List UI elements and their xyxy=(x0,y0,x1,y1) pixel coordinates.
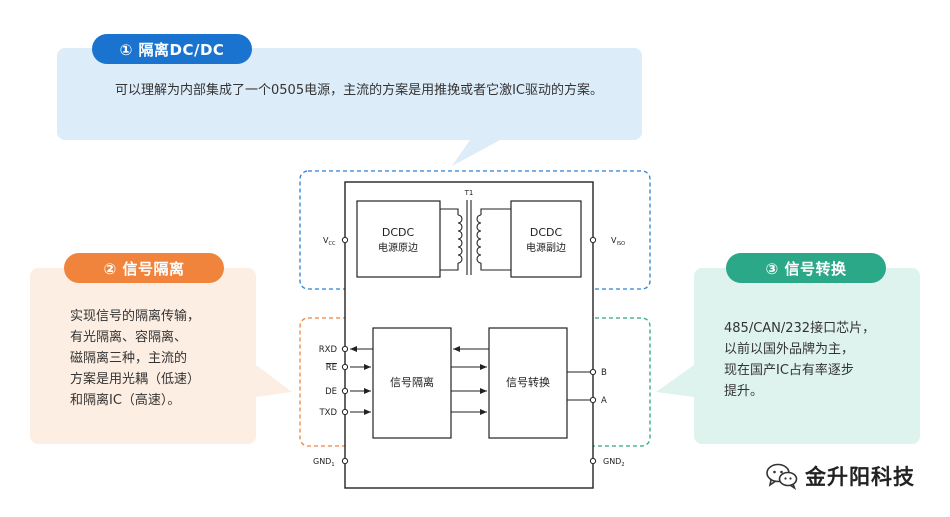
wechat-icon xyxy=(766,463,798,490)
signal-conversion-callout xyxy=(694,268,920,444)
signal-isolation-callout xyxy=(30,268,256,444)
gnd2-pin xyxy=(589,457,597,465)
gnd2-label: GND2 xyxy=(603,457,625,468)
transceiver-block xyxy=(488,327,568,439)
dcdc-primary-subtitle: 电源原边 xyxy=(378,241,418,254)
dcdc-primary-block xyxy=(356,200,441,278)
signal-conversion-callout-tail xyxy=(656,365,694,397)
signal-conversion-line: 现在国产IC占有率逐步 xyxy=(724,363,854,378)
signal-isolation-callout-tail xyxy=(256,365,292,397)
re-pin xyxy=(341,363,349,371)
dcdc-primary-title: DCDC xyxy=(382,226,415,239)
signal-isolation-line: 有光隔离、容隔离、 xyxy=(70,330,188,345)
dcdc-callout-tail xyxy=(452,140,500,166)
rxd-pin xyxy=(341,345,349,353)
dcdc-description: 可以理解为内部集成了一个0505电源，主流的方案是用推挽或者它激IC驱动的方案。 xyxy=(115,83,603,98)
signal-isolation-line: 方案是用光耦（低速） xyxy=(70,372,201,387)
signal-isolation-badge: ② 信号隔离 xyxy=(64,253,224,283)
isolator-label: 信号隔离 xyxy=(390,375,434,389)
b-pin xyxy=(589,368,597,376)
dcdc-secondary-subtitle: 电源副边 xyxy=(526,241,566,254)
transformer-label: T1 xyxy=(464,189,474,197)
txd-pin xyxy=(341,408,349,416)
transformer-symbol xyxy=(440,200,511,275)
pin-label-b: B xyxy=(601,368,607,378)
gnd1-label: GND1 xyxy=(313,457,335,468)
watermark: 金升阳科技 xyxy=(765,461,915,491)
pin-label-rxd: RXD xyxy=(319,345,338,355)
signal-conversion-badge: ③ 信号转换 xyxy=(726,253,886,283)
vcc-pin xyxy=(341,236,349,244)
signal-isolation-line: 和隔离IC（高速）。 xyxy=(70,393,181,408)
transceiver-label: 信号转换 xyxy=(506,375,550,389)
pin-label-de: DE xyxy=(325,387,337,397)
watermark-text: 金升阳科技 xyxy=(805,465,915,489)
gnd1-pin xyxy=(341,457,349,465)
signal-isolation-description: 实现信号的隔离传输， 有光隔离、容隔离、 磁隔离三种，主流的 方案是用光耦（低速… xyxy=(70,306,245,411)
pin-label-re: RE xyxy=(326,363,337,373)
isolator-block xyxy=(372,327,452,439)
signal-isolation-line: 实现信号的隔离传输， xyxy=(70,309,201,324)
viso-pin xyxy=(589,236,597,244)
viso-label: VISO xyxy=(611,236,625,247)
signal-isolation-line: 磁隔离三种，主流的 xyxy=(70,351,188,366)
signal-conversion-line: 以前以国外品牌为主， xyxy=(724,342,855,357)
a-pin xyxy=(589,396,597,404)
de-pin xyxy=(341,387,349,395)
pin-label-txd: TXD xyxy=(318,408,337,418)
pin-label-a: A xyxy=(601,396,607,406)
dcdc-secondary-title: DCDC xyxy=(530,226,563,239)
signal-conversion-line: 485/CAN/232接口芯片， xyxy=(724,321,876,336)
signal-conversion-line: 提升。 xyxy=(724,384,764,399)
vcc-label: VCC xyxy=(323,236,336,247)
dcdc-badge: ① 隔离DC/DC xyxy=(92,34,252,64)
signal-conversion-description: 485/CAN/232接口芯片， 以前以国外品牌为主， 现在国产IC占有率逐步 … xyxy=(724,318,914,402)
dcdc-secondary-block xyxy=(510,200,582,278)
